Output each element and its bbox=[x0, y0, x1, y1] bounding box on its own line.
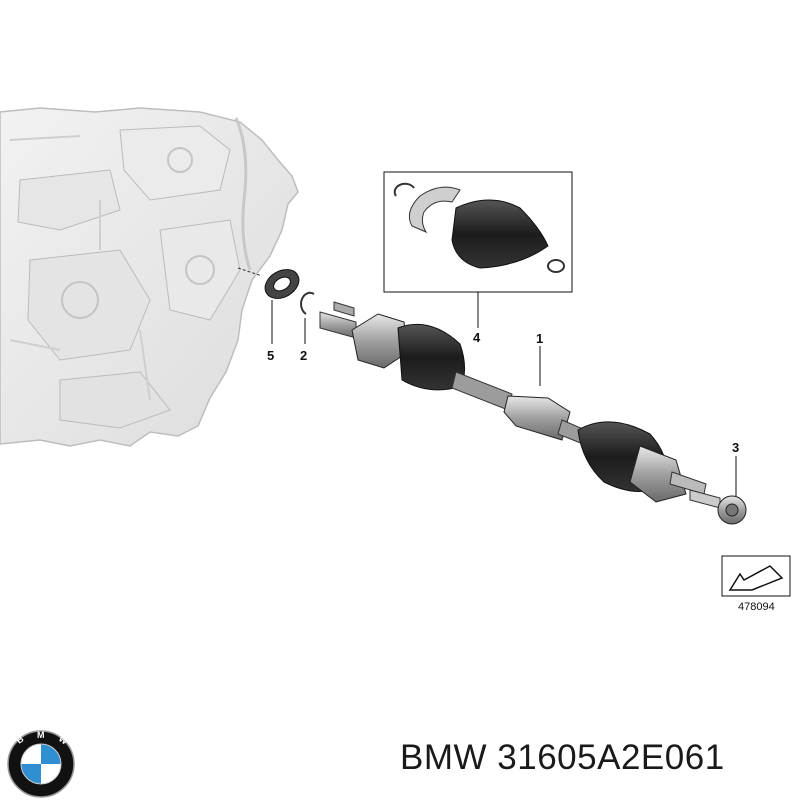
callout-3: 3 bbox=[732, 440, 739, 455]
callout-5: 5 bbox=[267, 348, 274, 363]
brand-name: BMW bbox=[400, 738, 488, 777]
part-number: 31605A2E061 bbox=[497, 738, 725, 777]
part-label: BMW 31605A2E061 bbox=[400, 738, 790, 778]
bmw-logo-icon: B M W bbox=[7, 730, 75, 798]
callout-4: 4 bbox=[473, 330, 481, 345]
svg-text:M: M bbox=[37, 730, 45, 740]
bolt-part-3 bbox=[689, 489, 747, 525]
drive-shaft-part-1 bbox=[319, 301, 707, 503]
svg-text:B: B bbox=[14, 733, 25, 745]
transmission-housing bbox=[0, 107, 299, 447]
snap-ring-part-2 bbox=[300, 291, 315, 315]
reference-number: 478094 bbox=[738, 601, 775, 613]
reference-box: 478094 bbox=[721, 555, 791, 613]
boot-kit-box-part-4 bbox=[383, 171, 573, 293]
callout-2: 2 bbox=[300, 348, 307, 363]
callout-1: 1 bbox=[536, 331, 543, 346]
shaft-seal-part-5 bbox=[264, 269, 300, 299]
leader-lines bbox=[271, 292, 737, 496]
arrow-reference-icon bbox=[728, 565, 784, 591]
